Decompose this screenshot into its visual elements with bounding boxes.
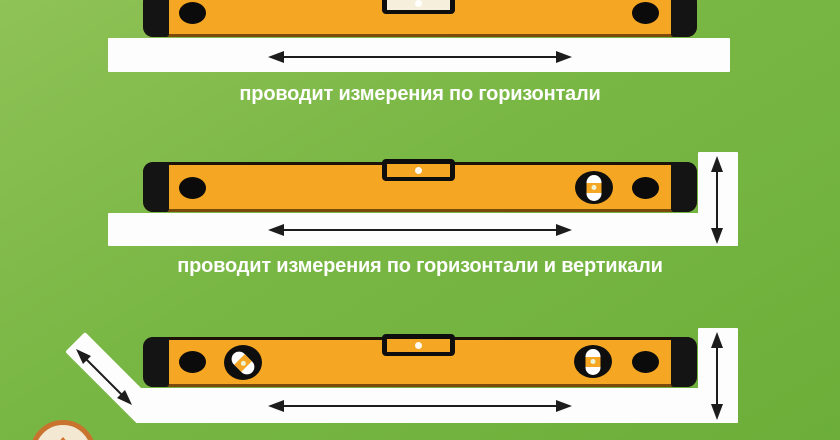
diagonal-vial (224, 345, 262, 380)
bubble-icon (591, 185, 597, 190)
level-hanging-hole (179, 177, 206, 199)
section2-caption: проводит измерения по горизонтали и верт… (177, 255, 663, 277)
level-end-cap-right (671, 0, 697, 37)
section1-caption: проводит измерения по горизонтали (239, 83, 601, 105)
measuring-surface-horizontal (108, 38, 730, 72)
level-end-cap-right (671, 337, 697, 387)
logo-mountain-icon (48, 437, 78, 440)
diagonal-measure-arrow (76, 349, 132, 405)
level-end-cap-left (143, 337, 169, 387)
vertical-measure-arrow (711, 156, 723, 244)
level-hanging-hole (179, 2, 206, 24)
level-end-cap-left (143, 0, 169, 37)
horizontal-measure-arrow (268, 51, 572, 63)
level-end-cap-left (143, 162, 169, 212)
level-hanging-hole (632, 177, 659, 199)
level-hanging-hole (632, 351, 659, 373)
level-hanging-hole (632, 2, 659, 24)
vertical-vial (575, 171, 613, 204)
level-hanging-hole (179, 351, 206, 373)
spirit-level (143, 334, 697, 387)
bubble-icon (415, 342, 422, 349)
horizontal-measure-arrow (268, 224, 572, 236)
horizontal-measure-arrow (268, 400, 572, 412)
logo-badge-icon (30, 420, 96, 440)
bubble-icon (415, 167, 422, 174)
spirit-level (143, 159, 697, 212)
horizontal-vial (382, 159, 455, 181)
level-end-cap-right (671, 162, 697, 212)
horizontal-vial (382, 334, 455, 356)
bubble-icon (239, 358, 247, 367)
vertical-measure-arrow (711, 332, 723, 420)
bubble-icon (590, 359, 596, 364)
horizontal-vial (382, 0, 455, 14)
vertical-vial (574, 345, 612, 378)
bubble-icon (415, 0, 422, 7)
spirit-level (143, 0, 697, 37)
